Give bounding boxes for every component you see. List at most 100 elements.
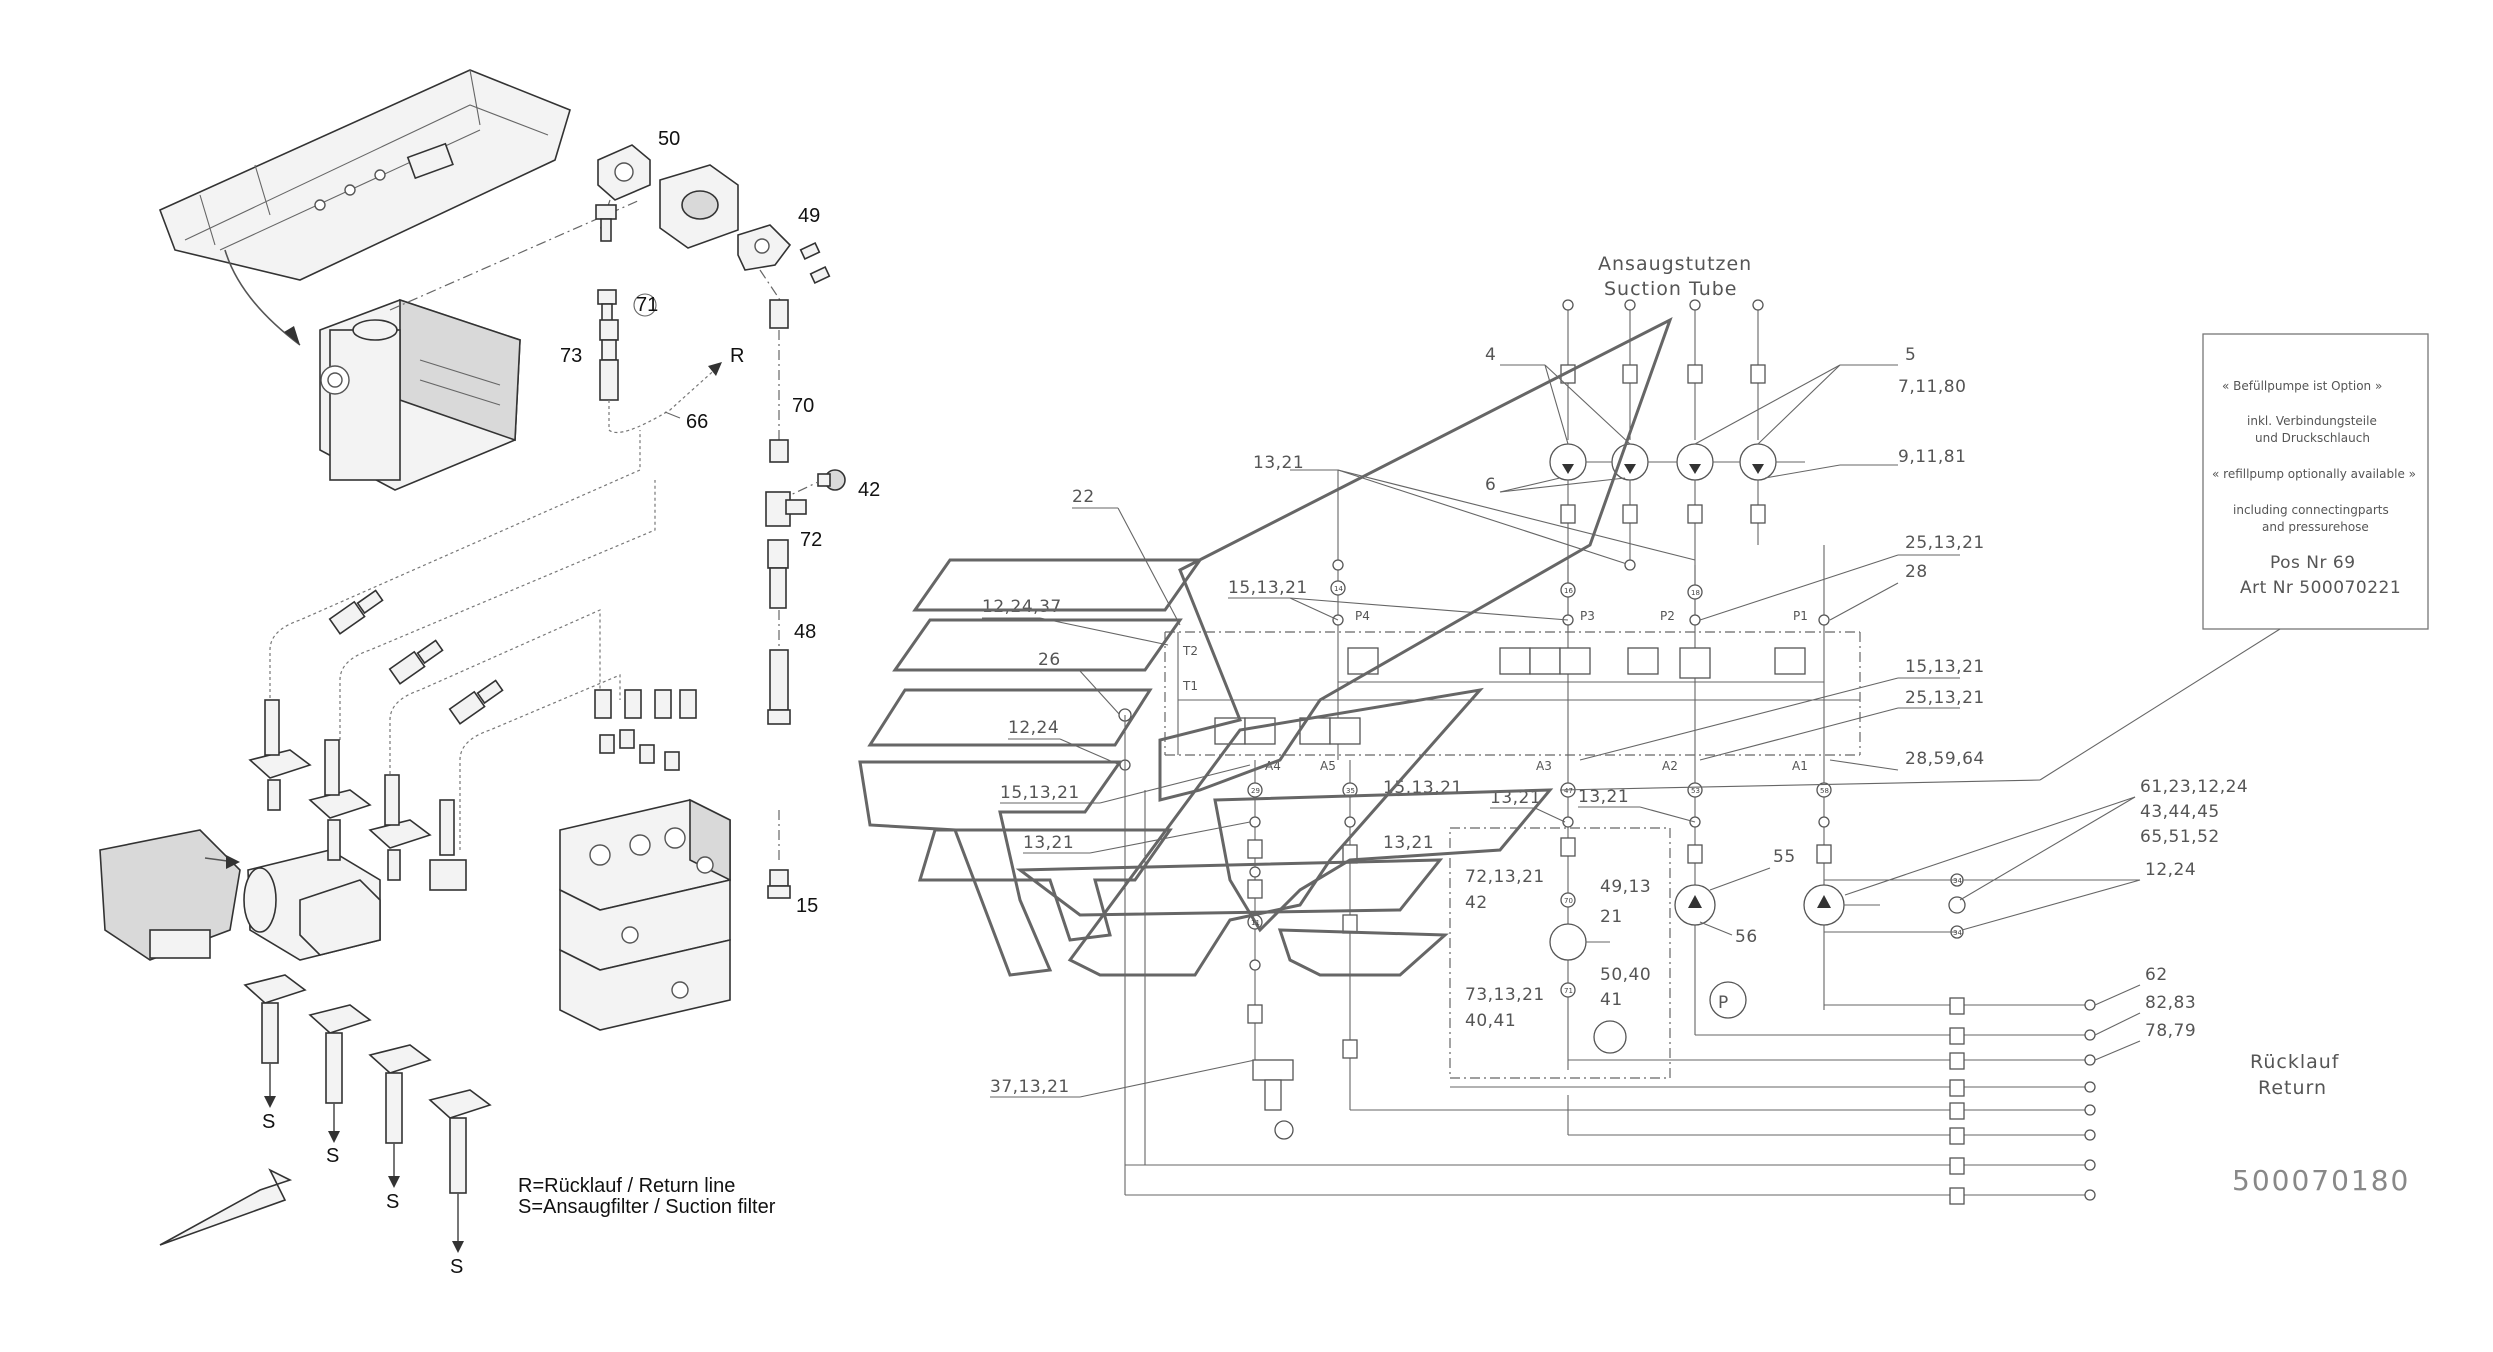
callout-leaders <box>1290 364 1898 566</box>
suction-filters <box>243 699 492 1253</box>
port-a5: A5 <box>1320 759 1336 773</box>
line-marker: 47 <box>1564 787 1573 795</box>
callout-25-13-21-b: 25,13,21 <box>1905 688 1985 708</box>
callout-6: 6 <box>1485 475 1496 495</box>
line-marker: 70 <box>1564 897 1573 905</box>
suction-label-3: S <box>386 1191 399 1213</box>
callout-13-21-mid: 13,21 <box>1578 787 1629 807</box>
direction-arrow <box>159 1168 293 1246</box>
return-label-en: Return <box>2258 1077 2327 1099</box>
fitting-15 <box>767 810 791 899</box>
assembly-arrow <box>224 249 301 346</box>
callout-15: 15 <box>796 895 818 917</box>
valve-block <box>559 798 731 1031</box>
callout-22: 22 <box>1072 487 1095 507</box>
callout-42: 42 <box>858 479 880 501</box>
suction-label-4: S <box>450 1256 463 1278</box>
refill-pump-info-box: « Befüllpumpe ist Option » inkl. Verbind… <box>1559 333 2429 791</box>
callout-72-13-21: 72,13,21 <box>1465 867 1545 887</box>
suction-tube-en: Suction Tube <box>1604 278 1738 300</box>
line-marker: 34 <box>1953 877 1962 885</box>
hydraulic-schematic: Ansaugstutzen Suction Tube <box>982 253 2429 1205</box>
return-lines <box>1125 790 2096 1205</box>
line-marker: 29 <box>1251 787 1260 795</box>
callout-13-21-a: 13,21 <box>1023 833 1074 853</box>
line-marker: 58 <box>1820 787 1829 795</box>
port-a1: A1 <box>1792 759 1808 773</box>
callout-13-21-top: 13,21 <box>1253 453 1304 473</box>
callout-62: 62 <box>2145 965 2168 985</box>
hose-bundle <box>269 430 697 850</box>
valve-schematic <box>1164 545 1861 760</box>
callout-50: 50 <box>658 128 680 150</box>
info-line-4: « refillpump optionally available » <box>2212 467 2416 481</box>
callout-9-11-81: 9,11,81 <box>1898 447 1966 467</box>
callout-49-13: 49,13 <box>1600 877 1651 897</box>
callout-70: 70 <box>792 395 814 417</box>
port-a2: A2 <box>1662 759 1678 773</box>
port-t1: T1 <box>1182 679 1198 693</box>
callout-42-schem: 42 <box>1465 893 1488 913</box>
line-marker: 53 <box>1691 787 1700 795</box>
callout-15-13-21-a4: 15,13,21 <box>1000 783 1080 803</box>
port-p3: P3 <box>1580 609 1595 623</box>
suction-label-1: S <box>262 1111 275 1133</box>
callout-49: 49 <box>798 205 820 227</box>
chassis-frame <box>158 69 571 281</box>
info-line-3: und Druckschlauch <box>2255 431 2370 445</box>
callout-13-21-a3: 13,21 <box>1490 788 1541 808</box>
hose-48 <box>767 539 791 725</box>
line-marker: 11 <box>1251 919 1260 927</box>
document-number: 500070180 <box>2232 1164 2410 1197</box>
pressure-gauge-symbol <box>1709 981 1747 1019</box>
suction-label-2: S <box>326 1145 339 1167</box>
callout-55: 55 <box>1773 847 1796 867</box>
pump-assembly <box>319 298 521 491</box>
info-line-1: « Befüllpumpe ist Option » <box>2222 379 2382 393</box>
line-marker: 16 <box>1564 587 1573 595</box>
line-marker: 14 <box>1334 585 1343 593</box>
callout-15-13-21-right: 15,13,21 <box>1905 657 1985 677</box>
callout-50-40: 50,40 <box>1600 965 1651 985</box>
callout-12-24-right: 12,24 <box>2145 860 2196 880</box>
callout-43-44-45: 43,44,45 <box>2140 802 2220 822</box>
callout-78-79: 78,79 <box>2145 1021 2196 1041</box>
line-marker: 35 <box>1346 787 1355 795</box>
callout-40-41: 40,41 <box>1465 1011 1516 1031</box>
info-art: Art Nr 500070221 <box>2240 578 2401 598</box>
main-pump <box>99 829 381 961</box>
callout-66: 66 <box>686 411 708 433</box>
legend-suction-filter: S=Ansaugfilter / Suction filter <box>518 1196 776 1218</box>
tee-72 <box>765 491 807 527</box>
port-t2: T2 <box>1182 644 1198 658</box>
callout-5: 5 <box>1905 345 1916 365</box>
callout-4: 4 <box>1485 345 1496 365</box>
callout-73: 73 <box>560 345 582 367</box>
info-pos: Pos Nr 69 <box>2270 553 2356 573</box>
callout-56: 56 <box>1735 927 1758 947</box>
callout-82-83: 82,83 <box>2145 993 2196 1013</box>
callout-12-24-left: 12,24 <box>1008 718 1059 738</box>
fitting-73 <box>599 319 619 430</box>
port-a3: A3 <box>1536 759 1552 773</box>
return-line-dotted <box>608 364 721 434</box>
legend-return-line: R=Rücklauf / Return line <box>518 1175 735 1197</box>
port-p2: P2 <box>1660 609 1675 623</box>
port-p1: P1 <box>1793 609 1808 623</box>
callout-65-51-52: 65,51,52 <box>2140 827 2220 847</box>
flange-50 <box>595 144 739 249</box>
callout-72: 72 <box>800 529 822 551</box>
info-line-2: inkl. Verbindungsteile <box>2247 414 2377 428</box>
hose-70 <box>769 299 789 463</box>
callout-25-13-21-a: 25,13,21 <box>1905 533 1985 553</box>
callout-r: R <box>730 345 744 367</box>
port-p4: P4 <box>1355 609 1370 623</box>
callout-48: 48 <box>794 621 816 643</box>
callout-61-23-12-24: 61,23,12,24 <box>2140 777 2248 797</box>
callout-28: 28 <box>1905 562 1928 582</box>
callout-7-11-80: 7,11,80 <box>1898 377 1966 397</box>
exploded-view: 50 49 71 73 R 66 <box>99 69 880 1278</box>
callout-73-13-21: 73,13,21 <box>1465 985 1545 1005</box>
